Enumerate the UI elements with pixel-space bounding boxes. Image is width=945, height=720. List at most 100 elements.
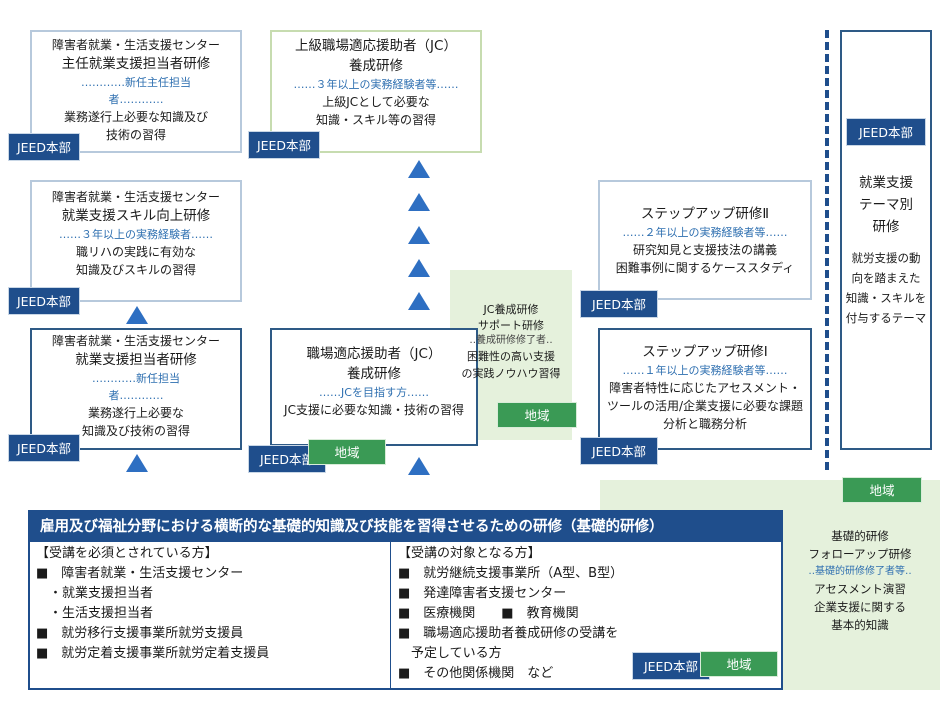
target-line: ……２年以上の実務経験者等…… [622, 226, 788, 239]
list-item: ■ 就労移行支援事業所就労支援員 [36, 626, 244, 641]
stepup-1-training-box: ステップアップ研修Ⅰ ……１年以上の実務経験者等…… 障害者特性に応じたアセスメ… [598, 328, 812, 450]
box-line: 障害者就業・生活支援センター [51, 334, 220, 348]
box-line: フォローアップ研修 [808, 547, 912, 561]
jeed-tag: JEED本部 [580, 437, 658, 465]
box-line: JC養成研修 [483, 303, 539, 316]
box-title: 就業支援スキル向上研修 [61, 208, 211, 224]
target-line: ‥養成研修修了者‥ [469, 335, 553, 346]
list-item: ■ 就労継続支援事業所（A型、B型） [398, 566, 624, 581]
stepup-2-training-box: ステップアップ研修Ⅱ ……２年以上の実務経験者等…… 研究知見と支援技法の講義 … [598, 180, 812, 300]
area-tag: 地域 [497, 402, 577, 428]
list-item: ■ 職場適応援助者養成研修の受講を [398, 626, 619, 641]
jeed-tag: JEED本部 [8, 133, 80, 161]
box-line: 基本的知識 [831, 618, 889, 632]
column-divider [390, 542, 391, 688]
box-line: 業務遂行上必要な [87, 406, 184, 420]
box-line: 上級JCとして必要な [322, 95, 430, 109]
box-title: ステップアップ研修Ⅰ [642, 344, 768, 360]
jeed-tag: JEED本部 [632, 652, 710, 680]
box-title: 主任就業支援担当者研修 [61, 56, 211, 72]
box-line: JC支援に必要な知識・技術の習得 [284, 403, 464, 417]
skill-improvement-training-box: 障害者就業・生活支援センター 就業支援スキル向上研修 ……３年以上の実務経験者…… [30, 180, 242, 302]
dashed-separator [825, 30, 829, 470]
box-line: ツールの活用/企業支援に必要な課題 [606, 399, 804, 413]
jeed-tag: JEED本部 [580, 290, 658, 318]
box-title: 就業支援担当者研修 [75, 352, 197, 368]
box-line: 基礎的研修 [831, 529, 889, 543]
list-item: ■ その他関係機関 など [398, 666, 554, 681]
box-line: 知識及びスキルの習得 [75, 263, 196, 277]
box-line: 障害者就業・生活支援センター [51, 38, 220, 52]
basic-training-title: 雇用及び福祉分野における横断的な基礎的知識及び技能を習得させるための研修（基礎的… [30, 512, 781, 542]
box-line: 知識・スキル等の習得 [315, 113, 436, 127]
up-arrow-icon [408, 160, 430, 178]
box-title: 就業支援 [859, 175, 913, 191]
box-line: 企業支援に関する [814, 600, 906, 614]
area-tag: 地域 [700, 651, 778, 677]
target-line: 者………… [108, 389, 164, 402]
list-item: ■ 障害者就業・生活支援センター [36, 566, 244, 581]
box-title: 養成研修 [347, 366, 401, 382]
target-line: …………新任主任担当 [81, 76, 191, 89]
list-item: ・生活支援担当者 [36, 606, 154, 621]
box-line: 技術の習得 [105, 128, 166, 142]
up-arrow-icon [408, 292, 430, 310]
required-column: 【受講を必須とされている方】 ■ 障害者就業・生活支援センター ・就業支援担当者… [36, 544, 269, 664]
box-line: 困難性の高い支援 [467, 350, 555, 363]
box-line: 付与するテーマ [845, 311, 927, 325]
box-line: 知識・スキルを [845, 291, 927, 305]
box-line: 障害者就業・生活支援センター [51, 190, 220, 204]
up-arrow-icon [126, 454, 148, 472]
box-line: 研究知見と支援技法の講義 [632, 243, 777, 257]
box-line: 職リハの実践に有効な [75, 245, 196, 259]
theme-training-box: 就業支援 テーマ別 研修 就労支援の動 向を踏まえた 知識・スキルを 付与するテ… [840, 30, 932, 450]
target-line: ……３年以上の実務経験者等…… [293, 78, 459, 91]
followup-training: 基礎的研修 フォローアップ研修 ‥基礎的研修修了者等‥ アセスメント演習 企業支… [785, 527, 935, 647]
list-item: 予定している方 [398, 646, 502, 661]
box-line: 障害者特性に応じたアセスメント・ [609, 381, 801, 395]
box-line: 向を踏まえた [851, 271, 921, 285]
up-arrow-icon [126, 306, 148, 324]
box-line: 知識及び技術の習得 [81, 424, 190, 438]
box-title: 職場適応援助者（JC） [306, 346, 442, 362]
box-title: 研修 [872, 219, 900, 235]
box-line: 業務遂行上必要な知識及び [63, 110, 208, 124]
list-item: ・就業支援担当者 [36, 586, 154, 601]
box-line: 分析と職務分析 [662, 417, 747, 431]
box-line: の実践ノウハウ習得 [461, 367, 561, 380]
jeed-tag: JEED本部 [8, 287, 80, 315]
target-line: ……JCを目指す方…… [319, 386, 429, 399]
box-line: 困難事例に関するケーススタディ [615, 261, 795, 275]
up-arrow-icon [408, 457, 430, 475]
area-tag: 地域 [308, 439, 386, 465]
chief-staff-training-box: 障害者就業・生活支援センター 主任就業支援担当者研修 …………新任主任担当 者…… [30, 30, 242, 153]
box-title: ステップアップ研修Ⅱ [640, 206, 770, 222]
box-title: テーマ別 [859, 197, 913, 213]
up-arrow-icon [408, 259, 430, 277]
box-line: サポート研修 [478, 319, 544, 332]
box-title: 養成研修 [349, 58, 403, 74]
jeed-tag: JEED本部 [846, 118, 926, 146]
box-line: 就労支援の動 [851, 251, 921, 265]
jc-support-training: JC養成研修 サポート研修 ‥養成研修修了者‥ 困難性の高い支援 の実践ノウハウ… [450, 302, 572, 392]
target-line: …………新任担当 [92, 372, 180, 385]
staff-training-box: 障害者就業・生活支援センター 就業支援担当者研修 …………新任担当 者………… … [30, 328, 242, 450]
target-line: ……３年以上の実務経験者…… [59, 228, 213, 241]
jeed-tag: JEED本部 [248, 131, 320, 159]
list-item: ■ 医療機関 ■ 教育機関 [398, 606, 579, 621]
list-item: ■ 発達障害者支援センター [398, 586, 567, 601]
target-line: 者………… [108, 93, 164, 106]
required-heading: 【受講を必須とされている方】 [36, 546, 218, 561]
jc-training-box: 職場適応援助者（JC） 養成研修 ……JCを目指す方…… JC支援に必要な知識・… [270, 328, 478, 446]
target-line: ‥基礎的研修修了者等‥ [808, 566, 912, 577]
target-heading: 【受講の対象となる方】 [398, 546, 541, 561]
target-column: 【受講の対象となる方】 ■ 就労継続支援事業所（A型、B型） ■ 発達障害者支援… [398, 544, 623, 684]
up-arrow-icon [408, 226, 430, 244]
target-line: ……１年以上の実務経験者等…… [622, 364, 788, 377]
box-title: 上級職場適応援助者（JC） [295, 38, 457, 54]
area-tag: 地域 [842, 477, 922, 503]
box-line: アセスメント演習 [814, 582, 906, 596]
up-arrow-icon [408, 193, 430, 211]
jeed-tag: JEED本部 [8, 434, 80, 462]
list-item: ■ 就労定着支援事業所就労定着支援員 [36, 646, 270, 661]
